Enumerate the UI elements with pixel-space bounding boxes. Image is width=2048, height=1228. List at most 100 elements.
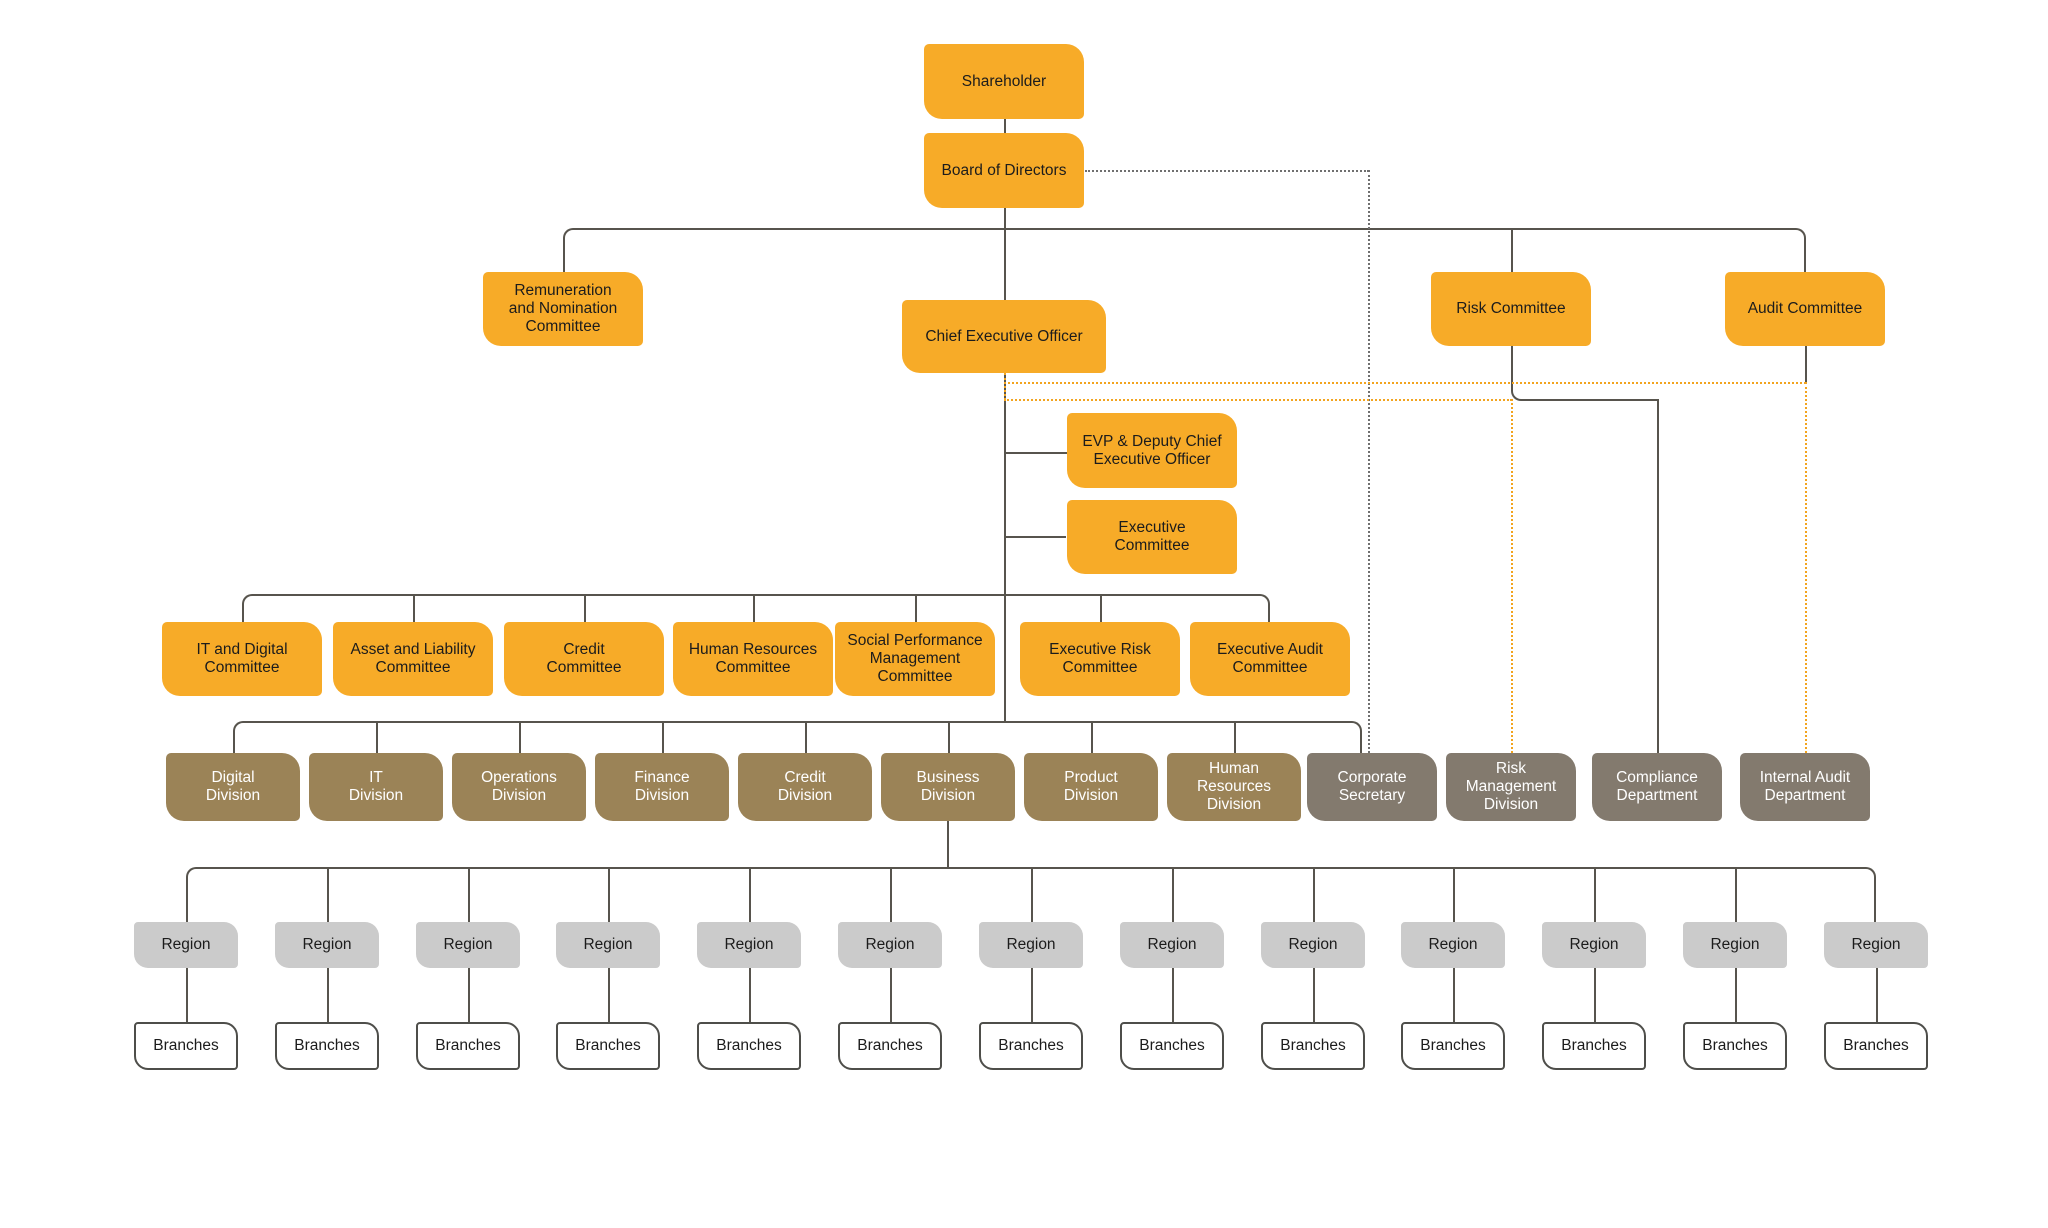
node-branches-9: Branches [1261,1022,1365,1070]
connector-region-branches [1876,968,1878,1022]
connector-region-branches [1453,968,1455,1022]
connector-rail-region [1313,867,1315,922]
node-chief-executive-officer: Chief Executive Officer [902,300,1106,373]
node-branches-4: Branches [556,1022,660,1070]
node-product-division: Product Division [1024,753,1158,821]
node-branches-5: Branches [697,1022,801,1070]
node-social-performance-management-committee: Social Performance Management Committee [835,622,995,696]
connector-audit-internal-audit-dotted-v [1805,382,1807,753]
node-it-and-digital-committee: IT and Digital Committee [162,622,322,696]
connector-ceo-down [1004,373,1006,723]
connector-business-division-regions [947,821,949,867]
connector-region-branches [1031,968,1033,1022]
node-operations-division: Operations Division [452,753,586,821]
node-region-8: Region [1120,922,1224,968]
node-region-10: Region [1401,922,1505,968]
node-branches-6: Branches [838,1022,942,1070]
connector-rail-region [1594,867,1596,922]
connector-ceo-risk-management-dotted-h [1004,399,1512,401]
connector-ceo-dotted-stub [1004,373,1006,400]
connector-rail-division [1091,721,1093,753]
connector-rail-division [376,721,378,753]
connector-rail-region [1735,867,1737,922]
node-region-5: Region [697,922,801,968]
connector-region-branches [468,968,470,1022]
node-board-of-directors: Board of Directors [924,133,1084,208]
connector-risk-committee-compliance [1511,346,1658,401]
connector-rail-region [890,867,892,922]
node-branches-2: Branches [275,1022,379,1070]
connector-ceo-executive-committee [1005,536,1066,538]
node-remuneration-and-nomination-committee: Remuneration and Nomination Committee [483,272,643,346]
connector-rail-region [749,867,751,922]
node-executive-risk-committee: Executive Risk Committee [1020,622,1180,696]
connector-rail-risk-committee [1511,228,1513,272]
node-audit-committee: Audit Committee [1725,272,1885,346]
node-region-12: Region [1683,922,1787,968]
connector-division-rail [233,721,1362,753]
node-digital-division: Digital Division [166,753,300,821]
node-risk-committee: Risk Committee [1431,272,1591,346]
connector-board-corporate-secretary-dotted-v [1368,170,1370,753]
connector-rail-division [805,721,807,753]
node-it-division: IT Division [309,753,443,821]
connector-region-branches [186,968,188,1022]
connector-rail-region [1031,867,1033,922]
node-branches-7: Branches [979,1022,1083,1070]
node-branches-1: Branches [134,1022,238,1070]
connector-rail-committee [915,594,917,622]
connector-region-branches [327,968,329,1022]
connector-rail-region [608,867,610,922]
connector-rail-committee [1100,594,1102,622]
connector-rail-region [1172,867,1174,922]
node-executive-audit-committee: Executive Audit Committee [1190,622,1350,696]
node-region-4: Region [556,922,660,968]
node-branches-13: Branches [1824,1022,1928,1070]
connector-shareholder-board [1004,119,1006,135]
node-region-13: Region [1824,922,1928,968]
connector-committee-rail [242,594,1270,622]
connector-level2-rail [563,228,1806,272]
connector-ceo-evp [1005,452,1067,454]
connector-region-branches [1735,968,1737,1022]
node-region-3: Region [416,922,520,968]
connector-compliance-drop [1657,399,1659,753]
node-branches-3: Branches [416,1022,520,1070]
node-region-9: Region [1261,922,1365,968]
node-region-7: Region [979,922,1083,968]
connector-rail-division [948,721,950,753]
connector-board-ceo [1004,208,1006,302]
connector-region-branches [608,968,610,1022]
node-credit-committee: Credit Committee [504,622,664,696]
connector-rail-division [662,721,664,753]
node-credit-division: Credit Division [738,753,872,821]
node-region-6: Region [838,922,942,968]
connector-ceo-internal-audit-dotted-h [1004,382,1806,384]
node-internal-audit-department: Internal Audit Department [1740,753,1870,821]
node-human-resources-committee: Human Resources Committee [673,622,833,696]
connector-rail-region [468,867,470,922]
node-human-resources-division: Human Resources Division [1167,753,1301,821]
node-branches-12: Branches [1683,1022,1787,1070]
connector-rail-division [519,721,521,753]
node-shareholder: Shareholder [924,44,1084,119]
connector-region-branches [749,968,751,1022]
node-region-1: Region [134,922,238,968]
node-business-division: Business Division [881,753,1015,821]
connector-region-branches [890,968,892,1022]
connector-rail-division [1234,721,1236,753]
node-asset-and-liability-committee: Asset and Liability Committee [333,622,493,696]
node-branches-8: Branches [1120,1022,1224,1070]
connector-rail-region [1453,867,1455,922]
node-risk-management-division: Risk Management Division [1446,753,1576,821]
connector-rail-region [327,867,329,922]
connector-region-branches [1313,968,1315,1022]
node-executive-committee: Executive Committee [1067,500,1237,574]
node-corporate-secretary: Corporate Secretary [1307,753,1437,821]
node-branches-10: Branches [1401,1022,1505,1070]
node-compliance-department: Compliance Department [1592,753,1722,821]
connector-rail-committee [753,594,755,622]
node-region-2: Region [275,922,379,968]
node-region-11: Region [1542,922,1646,968]
